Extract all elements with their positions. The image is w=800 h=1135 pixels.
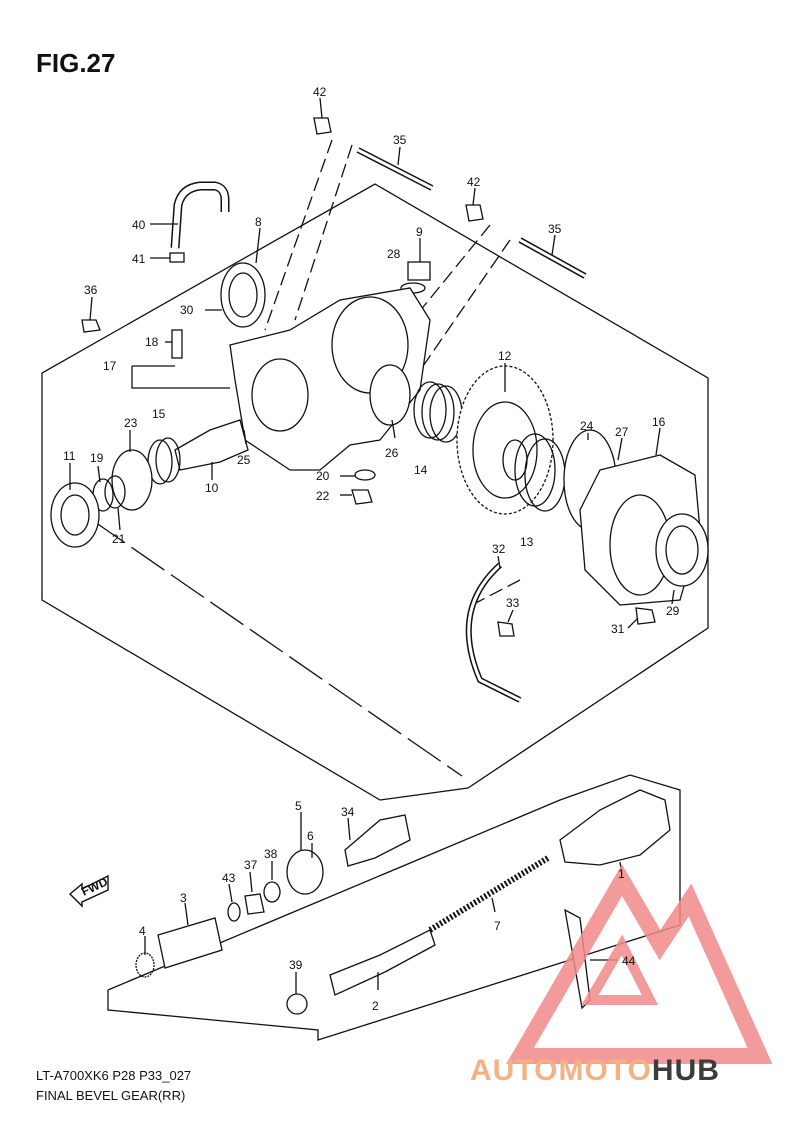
callout-24: 24 xyxy=(580,419,594,433)
callout-21: 21 xyxy=(112,532,126,546)
callout-5: 5 xyxy=(295,799,302,813)
callout-37: 37 xyxy=(244,858,258,872)
upper-assembly-outline xyxy=(41,183,709,801)
callout-42-upper: 42 xyxy=(313,85,327,99)
watermark-text-a: AUTOMOTO xyxy=(470,1054,652,1087)
figure-model-code: LT-A700XK6 P28 P33_027 xyxy=(36,1068,192,1083)
callout-13: 13 xyxy=(520,535,534,549)
callout-16: 16 xyxy=(652,415,666,429)
watermark-text-b: HUB xyxy=(651,1054,720,1087)
callout-35-upper: 35 xyxy=(393,133,407,147)
callout-19: 19 xyxy=(90,451,104,465)
drive-pinion xyxy=(174,419,249,471)
callout-41: 41 xyxy=(132,252,146,266)
callout-30: 30 xyxy=(180,303,194,317)
callout-36: 36 xyxy=(84,283,98,297)
callout-17: 17 xyxy=(103,359,117,373)
callout-8: 8 xyxy=(255,215,262,229)
callout-28: 28 xyxy=(387,247,401,261)
callout-10: 10 xyxy=(205,481,219,495)
callout-39: 39 xyxy=(289,958,303,972)
callout-25: 25 xyxy=(237,453,251,467)
callout-11: 11 xyxy=(63,449,76,463)
callout-43: 43 xyxy=(222,871,236,885)
callout-18: 18 xyxy=(145,335,159,349)
callout-35-lower: 35 xyxy=(548,222,562,236)
propeller-shaft xyxy=(329,929,436,996)
callout-2: 2 xyxy=(372,999,379,1013)
callout-1: 1 xyxy=(618,867,625,881)
callout-15: 15 xyxy=(152,407,166,421)
watermark-brand: AUTOMOTOHUB xyxy=(470,1054,720,1088)
forward-direction-arrow-icon: FWD xyxy=(68,874,110,908)
propeller-shaft-boot xyxy=(559,789,671,866)
callout-23: 23 xyxy=(124,416,138,430)
callout-7: 7 xyxy=(494,919,501,933)
callout-3: 3 xyxy=(180,891,187,905)
callout-12: 12 xyxy=(498,349,512,363)
automotohub-logo-icon xyxy=(506,864,773,1064)
callout-38: 38 xyxy=(264,847,278,861)
figure-title: FIG.27 xyxy=(36,48,116,78)
coupling-sleeve xyxy=(157,917,223,969)
callout-31: 31 xyxy=(611,622,625,636)
callout-27: 27 xyxy=(615,425,629,439)
callout-20: 20 xyxy=(316,469,330,483)
callout-44: 44 xyxy=(622,954,636,968)
callout-22: 22 xyxy=(316,489,330,503)
pinion-coupling xyxy=(50,482,100,548)
callout-40: 40 xyxy=(132,218,146,232)
callout-6: 6 xyxy=(307,829,314,843)
callout-9: 9 xyxy=(416,225,423,239)
callout-42-lower: 42 xyxy=(467,175,481,189)
callout-14: 14 xyxy=(414,463,428,477)
callout-labels: 1 2 3 4 5 6 7 8 9 10 11 12 13 14 15 16 1… xyxy=(63,85,680,1013)
callout-32: 32 xyxy=(492,542,506,556)
callout-34: 34 xyxy=(341,805,355,819)
callout-26: 26 xyxy=(385,446,399,460)
callout-29: 29 xyxy=(666,604,680,618)
figure-name: FINAL BEVEL GEAR(RR) xyxy=(36,1088,186,1103)
callout-33: 33 xyxy=(506,596,520,610)
callout-4: 4 xyxy=(139,924,146,938)
